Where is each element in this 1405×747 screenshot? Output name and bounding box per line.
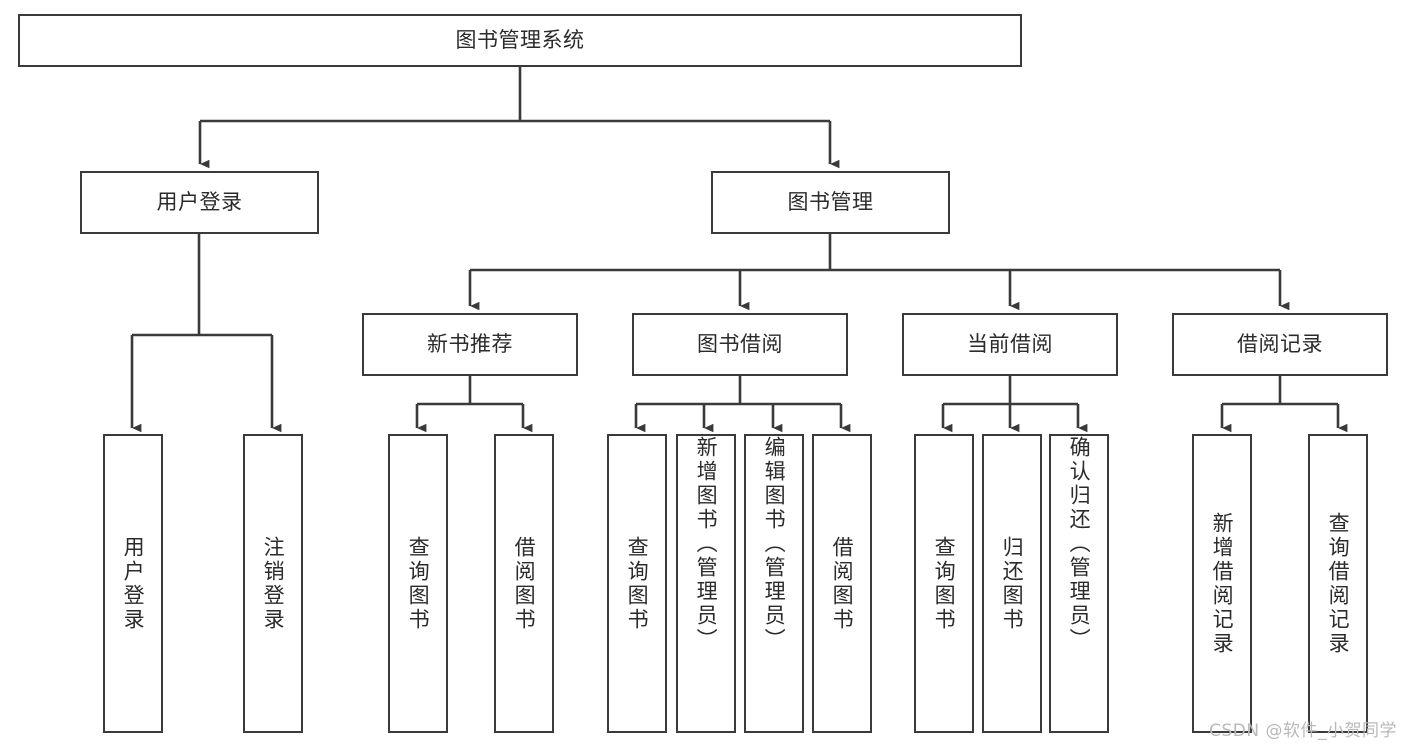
node-label: 查询图书 [932, 535, 957, 632]
node-leaf-query-book-current[interactable]: 查询图书 [914, 434, 974, 733]
watermark-text: CSDN @软件_小贺同学 [1209, 721, 1397, 741]
node-label: 归还图书 [1000, 535, 1025, 632]
node-label: 用户登录 [121, 535, 146, 632]
node-leaf-query-book-borrow[interactable]: 查询图书 [607, 434, 667, 733]
node-label: 查询图书 [406, 535, 431, 632]
node-label: 新书推荐 [427, 331, 513, 356]
node-label: 用户登录 [156, 189, 243, 214]
node-new-book-recommend[interactable]: 新书推荐 [362, 313, 578, 376]
node-label: 借阅图书 [830, 535, 855, 632]
node-label: 编辑图书（管理员） [762, 436, 787, 652]
node-label: 图书管理 [787, 189, 874, 214]
node-leaf-query-book-recommend[interactable]: 查询图书 [388, 434, 448, 733]
node-label: 查询借阅记录 [1326, 511, 1351, 656]
node-leaf-confirm-return[interactable]: 确认归还（管理员） [1049, 434, 1109, 733]
node-label: 图书管理系统 [455, 27, 585, 52]
node-label: 查询图书 [625, 535, 650, 632]
node-root-book-management-system[interactable]: 图书管理系统 [18, 14, 1022, 67]
node-label: 图书借阅 [697, 331, 783, 356]
node-book-management[interactable]: 图书管理 [711, 171, 950, 234]
node-label: 借阅记录 [1237, 331, 1323, 356]
node-label: 新增借阅记录 [1210, 511, 1235, 656]
node-leaf-return-book[interactable]: 归还图书 [982, 434, 1042, 733]
node-leaf-borrow-book-recommend[interactable]: 借阅图书 [494, 434, 554, 733]
node-leaf-query-borrow-record[interactable]: 查询借阅记录 [1308, 434, 1368, 733]
node-leaf-borrow-book[interactable]: 借阅图书 [812, 434, 872, 733]
node-leaf-user-login[interactable]: 用户登录 [103, 434, 163, 733]
node-label: 确认归还（管理员） [1067, 436, 1092, 652]
node-current-borrow[interactable]: 当前借阅 [902, 313, 1118, 376]
node-leaf-add-book[interactable]: 新增图书（管理员） [676, 434, 736, 733]
node-user-login[interactable]: 用户登录 [80, 171, 319, 234]
node-leaf-add-borrow-record[interactable]: 新增借阅记录 [1192, 434, 1252, 733]
node-label: 注销登录 [261, 535, 286, 632]
node-label: 当前借阅 [967, 331, 1053, 356]
node-label: 新增图书（管理员） [694, 436, 719, 652]
node-leaf-logout[interactable]: 注销登录 [243, 434, 303, 733]
node-book-borrow[interactable]: 图书借阅 [632, 313, 848, 376]
node-borrow-record[interactable]: 借阅记录 [1172, 313, 1388, 376]
node-leaf-edit-book[interactable]: 编辑图书（管理员） [744, 434, 804, 733]
node-label: 借阅图书 [512, 535, 537, 632]
